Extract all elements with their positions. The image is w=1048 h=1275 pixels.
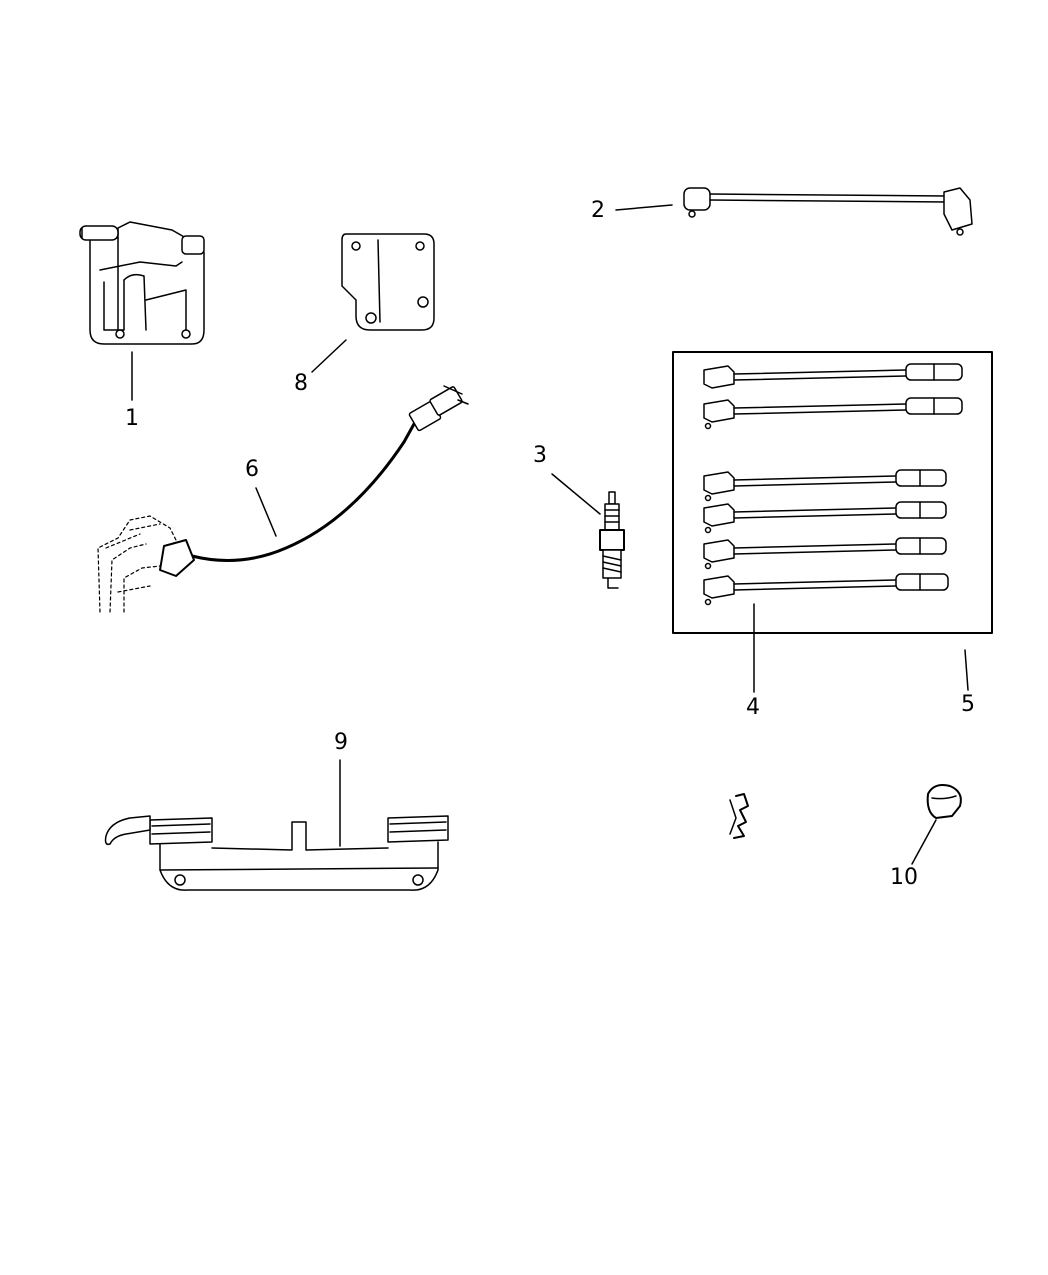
spark-plug-boot	[911, 784, 962, 865]
callout-9: 9	[334, 730, 348, 755]
spark-plug	[551, 473, 625, 589]
callout-5: 5	[961, 692, 975, 717]
ignition-coil	[79, 221, 205, 401]
mounting-bracket	[311, 233, 435, 373]
ignition-wires	[703, 363, 963, 606]
sensor-harness	[97, 385, 469, 613]
callout-6: 6	[245, 457, 259, 482]
callout-4: 4	[746, 695, 760, 720]
callout-3: 3	[533, 443, 547, 468]
wire-clip	[729, 793, 749, 839]
ignition-wire-set	[672, 351, 993, 693]
callout-2: 2	[591, 198, 605, 223]
callout-1: 1	[125, 406, 139, 431]
coil-rail-bracket	[104, 759, 449, 891]
coil-wire	[615, 187, 973, 236]
callout-8: 8	[294, 371, 308, 396]
callout-10: 10	[890, 865, 918, 890]
